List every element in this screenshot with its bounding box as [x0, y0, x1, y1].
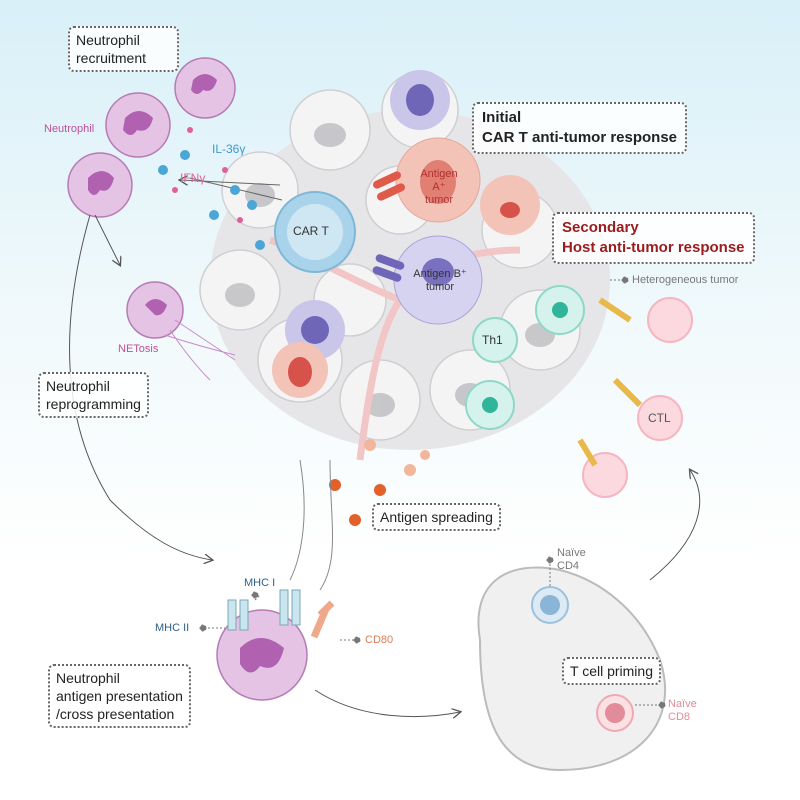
antigen-a-line1: Antigen A⁺: [420, 168, 458, 193]
naive-cd4-line1: Naïve: [557, 547, 586, 559]
netosis-label: NETosis: [118, 343, 159, 355]
arrow-to-lymph-node: [314, 689, 460, 717]
ifng-label: IFNγ: [180, 171, 206, 185]
presentation-line3: /cross presentation: [56, 706, 175, 722]
cd80-label: CD80: [365, 634, 394, 646]
spreading-lines: [289, 459, 333, 591]
cytokines: [158, 127, 265, 250]
reprogramming-line1: Neutrophil: [46, 378, 110, 394]
naive-cd8-line2: CD8: [668, 711, 691, 723]
antigen-spreading-box: Antigen spreading: [372, 503, 501, 531]
secondary-line2: Host anti-tumor response: [562, 239, 745, 256]
antigen-spreading-label: Antigen spreading: [380, 509, 493, 525]
arrow-priming-to-tumor: [649, 470, 701, 581]
mhc-receptors: [227, 589, 335, 639]
antigen-b-line2: tumor: [425, 281, 455, 293]
initial-line2: CAR T anti-tumor response: [482, 129, 678, 146]
t-cell-priming-label: T cell priming: [570, 663, 653, 679]
car-receptor-a: [373, 171, 405, 201]
antigen-particles: [329, 439, 430, 526]
neutrophil-recruitment-box: Neutrophil recruitment: [68, 26, 179, 72]
il36-label: IL-36γ: [212, 142, 246, 156]
neutrophil-recruitment-label: Neutrophil recruitment: [76, 32, 147, 66]
car-receptor-b: [372, 254, 405, 282]
host-t-cells: [465, 285, 693, 498]
neutrophil-reprogramming-box: Neutrophil reprogramming: [38, 372, 149, 418]
naive-cd4-line2: CD4: [557, 560, 580, 572]
initial-line1: Initial: [482, 109, 522, 126]
naive-cd8-line1: Naïve: [668, 698, 697, 710]
heterogeneous-tumor-label: Heterogeneous tumor: [632, 274, 739, 286]
mhc2-label: MHC II: [155, 622, 190, 634]
car-t-label: CAR T: [293, 224, 329, 238]
net-strands: [164, 319, 236, 381]
arrow-reprogramming: [69, 214, 212, 560]
presentation-line2: antigen presentation: [56, 688, 183, 704]
mhc1-label: MHC I: [244, 577, 276, 589]
antigen-b-label: Antigen B⁺tumor: [412, 268, 468, 294]
secondary-line1: Secondary: [562, 219, 639, 236]
reprogramming-line2: reprogramming: [46, 396, 141, 412]
presentation-line1: Neutrophil: [56, 670, 120, 686]
antigen-presentation-box: Neutrophil antigen presentation/cross pre…: [48, 664, 191, 728]
t-cell-priming-box: T cell priming: [562, 657, 661, 685]
antigen-a-label: Antigen A⁺tumor: [413, 168, 465, 207]
th1-label: Th1: [482, 333, 503, 347]
antigen-b-line1: Antigen B⁺: [413, 268, 467, 280]
neutrophil-label: Neutrophil: [44, 123, 95, 135]
ctl-label: CTL: [648, 411, 671, 425]
antigen-a-line2: tumor: [424, 194, 454, 206]
